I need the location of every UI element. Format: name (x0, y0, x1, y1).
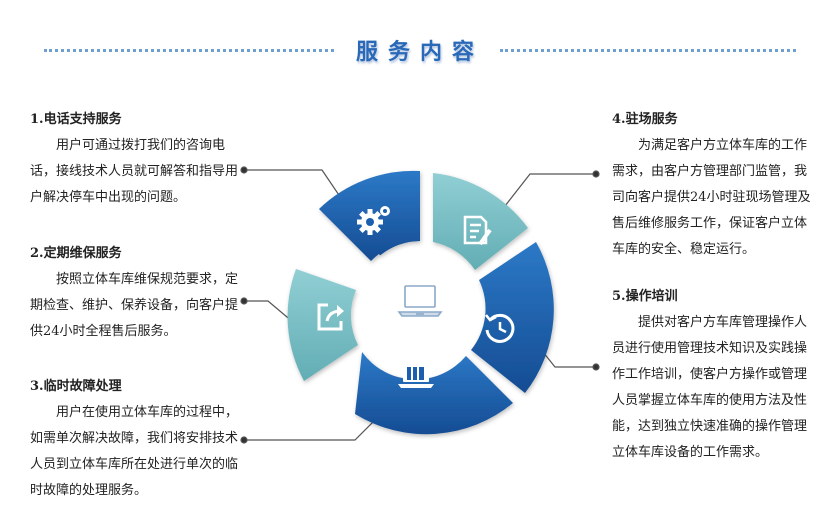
wheel-segment-document (433, 173, 528, 270)
service-temporary-fault: 3.临时故障处理 用户在使用立体车库的过程中，如需单次解决故障，我们将安排技术人… (30, 377, 242, 504)
wheel-segment-clock (471, 242, 554, 393)
connector-1 (244, 169, 346, 205)
clock-refresh-icon (485, 313, 515, 343)
header-divider-left (44, 49, 334, 52)
gears-icon (357, 206, 390, 235)
service-description: 用户在使用立体车库的过程中，如需单次解决故障，我们将安排技术人员到立体车库所在处… (30, 405, 239, 498)
laptop-books-icon (398, 364, 434, 388)
service-description: 按照立体车库维保规范要求，定期检查、维护、保养设备，向客户提供24小时全程售后服… (30, 272, 239, 339)
service-title: 2.定期维保服务 (30, 246, 122, 261)
service-title: 3.临时故障处理 (30, 379, 122, 394)
header-divider-right (500, 49, 796, 52)
page-header: 服务内容 (0, 30, 840, 70)
service-description: 提供对客户方车库管理操作人员进行使用管理技术知识及实践操作工作培训，使客户方操作… (612, 315, 808, 460)
service-title: 5.操作培训 (612, 289, 678, 304)
wheel-segment-share (287, 269, 358, 381)
document-pen-icon (463, 215, 492, 246)
service-title: 4.驻场服务 (612, 112, 678, 127)
service-phone-support: 1.电话支持服务 用户可通过拨打我们的咨询电话，接线技术人员就可解答和指导用户解… (30, 110, 242, 211)
share-arrow-icon (317, 303, 344, 331)
service-regular-maintenance: 2.定期维保服务 按照立体车库维保规范要求，定期检查、维护、保养设备，向客户提供… (30, 244, 242, 345)
service-operation-training: 5.操作培训 提供对客户方车库管理操作人员进行使用管理技术知识及实践操作工作培训… (612, 287, 812, 466)
page-title: 服务内容 (355, 39, 484, 65)
wheel-segment-laptop-books (355, 352, 513, 435)
service-title: 1.电话支持服务 (30, 112, 122, 127)
service-description: 用户可通过拨打我们的咨询电话，接线技术人员就可解答和指导用户解决停车中出现的问题… (30, 138, 239, 205)
service-on-site: 4.驻场服务 为满足客户方立体车库的工作需求，由客户方管理部门监管，我司向客户提… (612, 110, 812, 263)
laptop-icon (397, 285, 443, 317)
service-description: 为满足客户方立体车库的工作需求，由客户方管理部门监管，我司向客户提供24小时驻现… (612, 138, 811, 257)
connector-4 (504, 173, 596, 207)
